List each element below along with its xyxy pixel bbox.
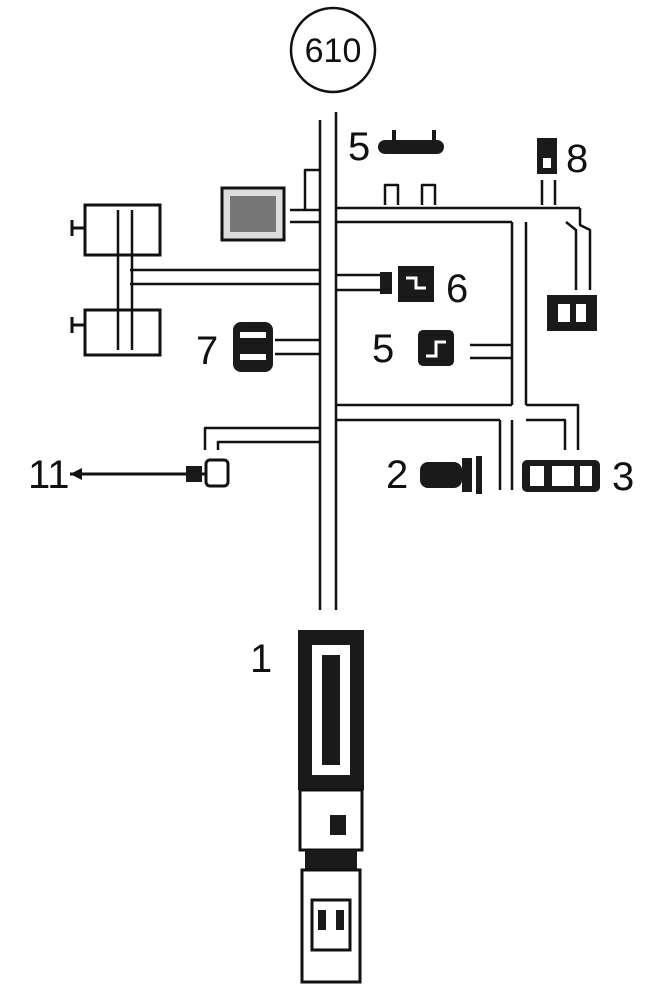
part-1: 1 xyxy=(250,630,364,984)
bracket-part xyxy=(547,295,597,331)
wheel-frame-parts xyxy=(70,203,162,357)
part-3: 3 xyxy=(522,455,634,499)
part-2: 2 xyxy=(386,453,482,497)
mesh-grille-part xyxy=(220,186,286,242)
part-8-label: 8 xyxy=(566,137,588,181)
part-2-label: 2 xyxy=(386,453,408,497)
part-5: 5 xyxy=(372,327,454,371)
sheet-number: 610 xyxy=(305,32,362,70)
part-11: 11 xyxy=(28,453,230,497)
part-3-label: 3 xyxy=(612,455,634,499)
part-6-label: 6 xyxy=(446,267,468,311)
part-7-label: 7 xyxy=(196,329,218,373)
part-4-label: 5 xyxy=(348,125,370,169)
part-8: 8 xyxy=(537,137,588,181)
part-7: 7 xyxy=(196,322,273,373)
part-1-label: 1 xyxy=(250,637,272,681)
sheet-number-badge: 610 xyxy=(289,6,377,94)
part-6: 6 xyxy=(380,266,468,311)
part-4: 5 xyxy=(348,125,444,169)
part-5-label: 5 xyxy=(372,327,394,371)
part-11-label: 11 xyxy=(28,453,70,497)
sprue-frame xyxy=(116,112,592,610)
